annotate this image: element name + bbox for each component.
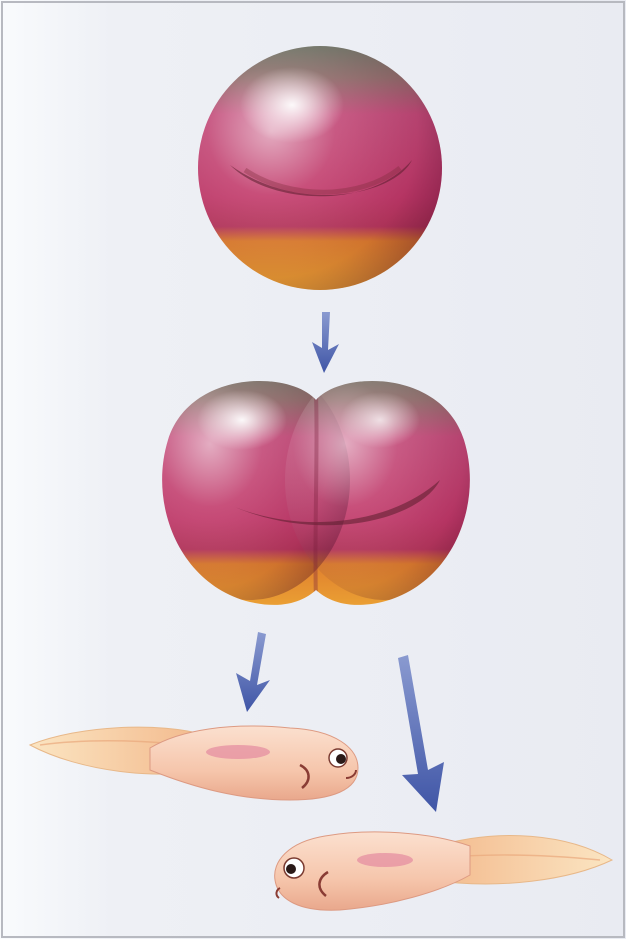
zygote-egg [198,46,442,290]
